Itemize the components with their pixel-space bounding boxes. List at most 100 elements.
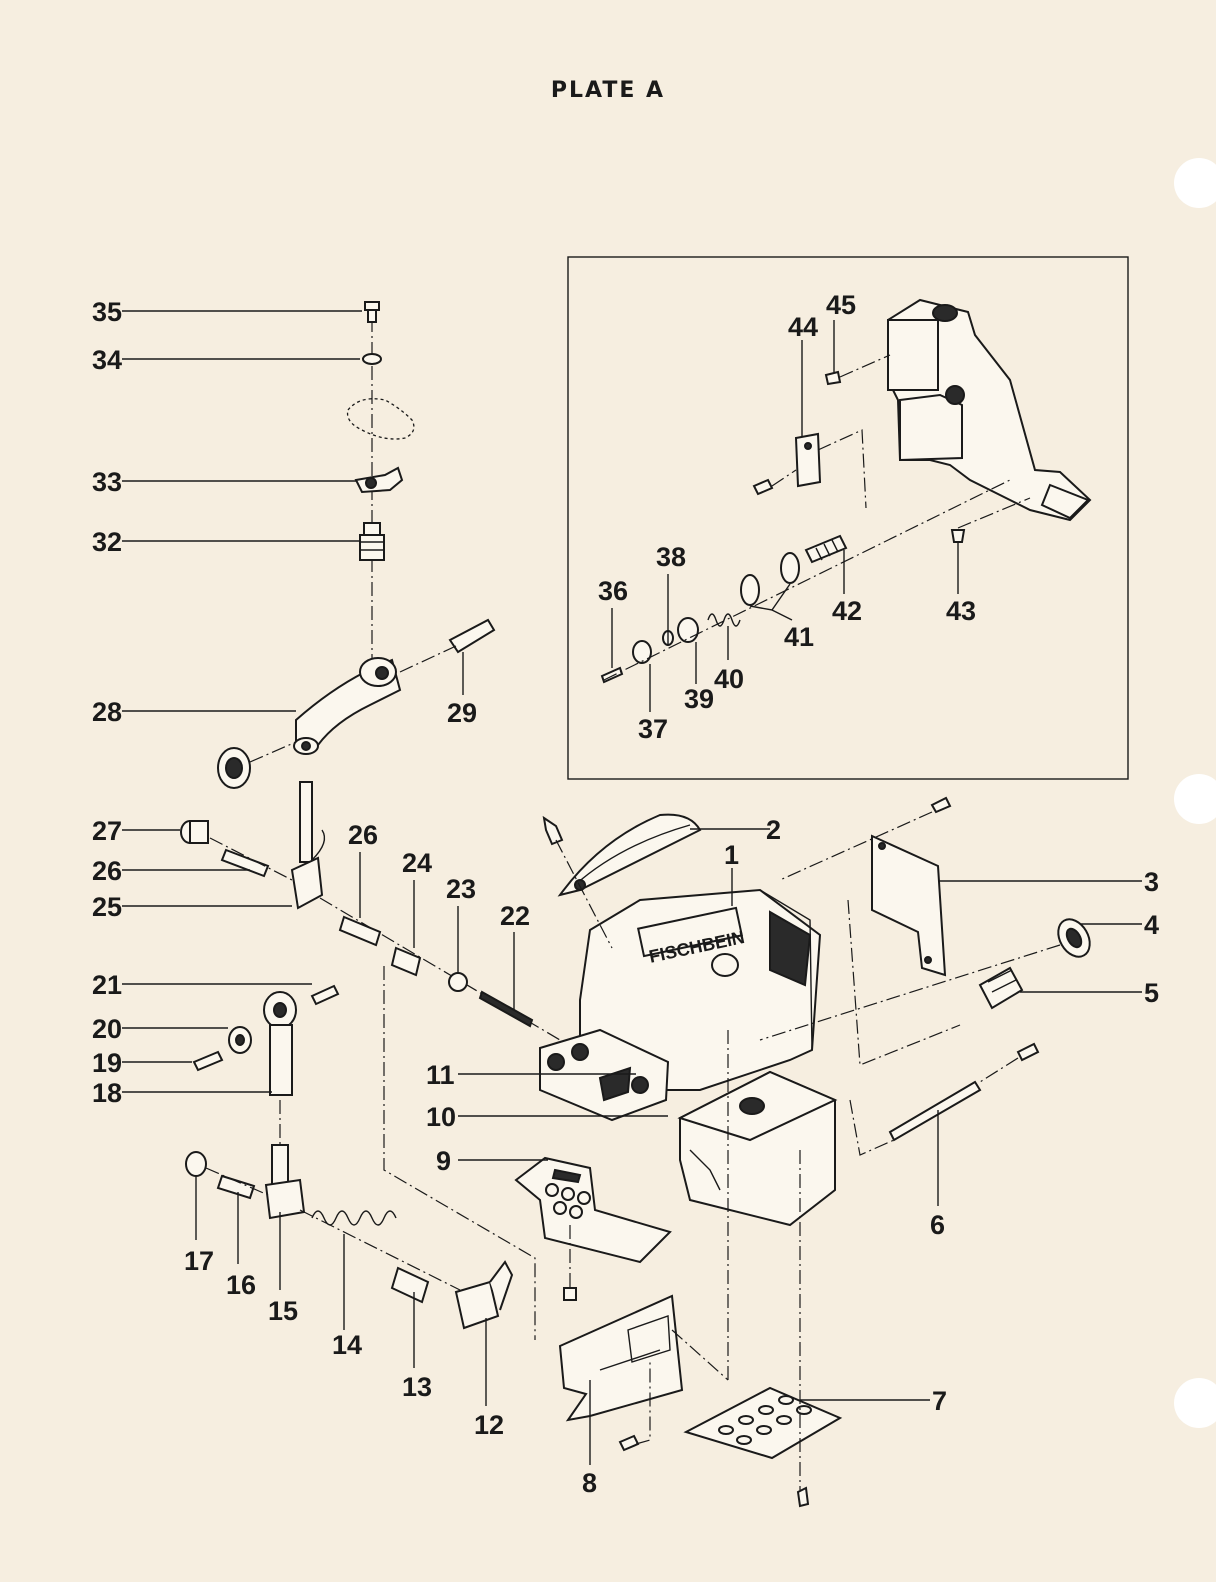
part-2-cover	[560, 815, 700, 895]
callout-24: 24	[402, 848, 432, 878]
callout-9: 9	[436, 1146, 451, 1176]
rod-25	[300, 782, 312, 862]
callout-34: 34	[92, 345, 122, 375]
axis-inset-43	[958, 498, 1030, 528]
callout-1: 1	[724, 840, 739, 870]
part-9-bracket-plate	[516, 1158, 670, 1262]
part-17-bushing	[186, 1152, 206, 1176]
callout-19: 19	[92, 1048, 122, 1078]
callout-41: 41	[784, 622, 814, 652]
inset-left-screw	[754, 480, 772, 494]
callout-40: 40	[714, 664, 744, 694]
callout-22: 22	[500, 901, 530, 931]
part-5-threaded-bushing	[980, 968, 1022, 1008]
axis-inset-housing-left	[818, 430, 866, 508]
part-16-pin	[218, 1176, 254, 1198]
throat-plate-screw	[620, 1436, 638, 1450]
callout-29: 29	[447, 698, 477, 728]
part-29-pin	[450, 620, 494, 652]
callout-4: 4	[1144, 910, 1159, 940]
part-19-screw	[194, 1052, 222, 1070]
part-26-pin-lower	[340, 917, 380, 945]
part-3-side-plate	[872, 836, 945, 975]
callout-45: 45	[826, 290, 856, 320]
part-35-screw	[365, 302, 379, 322]
part-24-bushing	[392, 948, 420, 975]
callout-44: 44	[788, 312, 818, 342]
plate-9-screw	[564, 1288, 576, 1300]
callout-12: 12	[474, 1410, 504, 1440]
part-33-clip	[356, 468, 402, 492]
callout-6: 6	[930, 1210, 945, 1240]
callout-26a: 26	[92, 856, 122, 886]
inset-frame	[568, 257, 1128, 779]
callout-35: 35	[92, 297, 122, 327]
part-34-washer	[363, 354, 381, 364]
part-6-rod	[890, 1082, 980, 1140]
callout-33: 33	[92, 467, 122, 497]
callout-11: 11	[426, 1060, 455, 1090]
part-43-screw	[952, 530, 964, 542]
callout-37: 37	[638, 714, 668, 744]
part-13-sleeve	[392, 1268, 428, 1302]
axis-arm-pin	[400, 646, 456, 672]
callout-13: 13	[402, 1372, 432, 1402]
callout-3: 3	[1144, 867, 1159, 897]
part-27-bushing	[181, 821, 208, 843]
rod-screw	[1018, 1044, 1038, 1060]
callout-14: 14	[332, 1330, 362, 1360]
part-44-bracket	[796, 434, 820, 486]
part-42-threaded-shaft	[806, 536, 846, 562]
callout-18: 18	[92, 1078, 122, 1108]
callout-2: 2	[766, 815, 781, 845]
part-20-washer	[229, 1027, 251, 1053]
axis-spring	[300, 1210, 460, 1290]
callout-7: 7	[932, 1386, 947, 1416]
callout-43: 43	[946, 596, 976, 626]
axis-bushing-arm	[250, 742, 296, 762]
part-8-throat-plate	[560, 1296, 682, 1420]
cover-screw	[544, 818, 562, 844]
callout-36: 36	[598, 576, 628, 606]
foot-plate-screw	[798, 1488, 808, 1506]
part-45-screw	[826, 372, 840, 384]
part-28-arm	[294, 658, 400, 754]
plate-screw	[932, 798, 950, 812]
part-41-washers	[741, 553, 799, 605]
callout-42: 42	[832, 596, 862, 626]
phantom-part-outline	[348, 399, 414, 439]
part-22-rod	[480, 992, 532, 1026]
part-4-ring	[1052, 914, 1096, 963]
axis-rod-screw	[980, 1058, 1018, 1082]
axis-inset-45	[840, 355, 890, 377]
inset-housing	[888, 300, 1090, 520]
part-23-nut	[449, 973, 467, 991]
callout-21: 21	[92, 970, 122, 1000]
part-12-bracket	[456, 1262, 512, 1328]
callout-32: 32	[92, 527, 122, 557]
callout-26b: 26	[348, 820, 378, 850]
part-7-foot-plate	[686, 1388, 840, 1458]
callout-8: 8	[582, 1468, 597, 1498]
callout-15: 15	[268, 1296, 298, 1326]
part-10-lower-housing	[680, 1072, 835, 1225]
part-15-block	[266, 1145, 304, 1218]
callout-25: 25	[92, 892, 122, 922]
callout-28: 28	[92, 697, 122, 727]
part-39-nut	[678, 618, 698, 642]
arm-bushing	[218, 748, 250, 788]
callout-38: 38	[656, 542, 686, 572]
part-32-stud	[360, 523, 384, 560]
callout-39: 39	[684, 684, 714, 714]
part-21-screw	[312, 986, 338, 1004]
callout-20: 20	[92, 1014, 122, 1044]
callout-27: 27	[92, 816, 122, 846]
callout-10: 10	[426, 1102, 456, 1132]
part-26-pin-upper	[222, 850, 268, 876]
part-37-nut	[633, 641, 651, 663]
part-18-eye-rod	[264, 992, 296, 1095]
callout-16: 16	[226, 1270, 256, 1300]
callout-5: 5	[1144, 978, 1159, 1008]
axis-rod-housing	[850, 1100, 894, 1155]
